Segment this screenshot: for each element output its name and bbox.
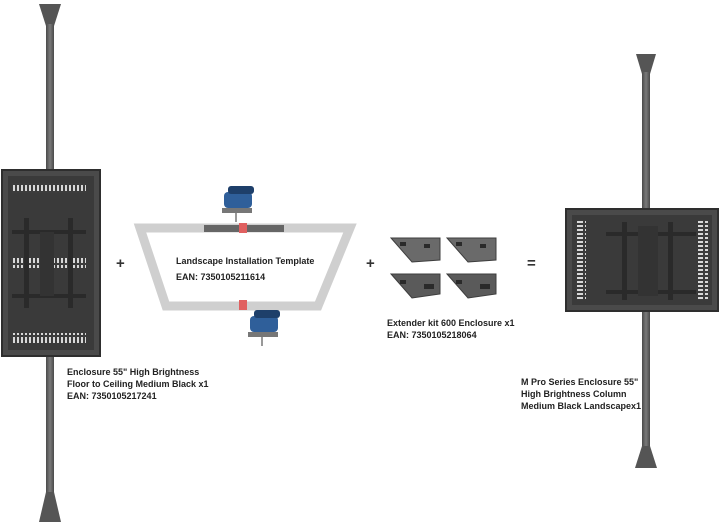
ceiling-cap xyxy=(636,54,656,74)
jigsaw-icon xyxy=(222,186,254,222)
ceiling-cap xyxy=(39,4,61,26)
floor-base xyxy=(635,446,657,468)
extender-title: Extender kit 600 Enclosure x1 xyxy=(387,318,515,328)
plus-operator: + xyxy=(366,255,375,272)
enclosure-line2: Floor to Ceiling Medium Black x1 xyxy=(67,379,209,389)
vent-bottom xyxy=(12,333,86,343)
floor-base xyxy=(39,492,61,522)
upper-pole xyxy=(46,24,54,172)
bracket xyxy=(389,237,441,263)
enclosure-column-landscape xyxy=(565,54,719,468)
marker-bottom xyxy=(239,300,247,310)
upper-pole xyxy=(642,72,650,212)
extender-kit xyxy=(389,237,497,299)
installation-template xyxy=(133,223,357,311)
extender-ean: EAN: 7350105218064 xyxy=(387,330,477,340)
result-line3: Medium Black Landscapex1 xyxy=(521,401,642,411)
bracket xyxy=(389,273,441,299)
bracket xyxy=(445,237,497,263)
bracket xyxy=(445,273,497,299)
mount-bracket xyxy=(12,218,86,308)
enclosure-line1: Enclosure 55" High Brightness xyxy=(67,367,200,377)
template-frame xyxy=(133,223,357,311)
enclosure-ean: EAN: 7350105217241 xyxy=(67,391,157,401)
vent-left xyxy=(576,220,586,300)
marker-top xyxy=(239,223,247,233)
mount-bracket xyxy=(606,222,696,300)
plus-operator: + xyxy=(116,255,125,272)
vent-right xyxy=(698,220,708,300)
result-line2: High Brightness Column xyxy=(521,389,627,399)
template-title: Landscape Installation Template xyxy=(176,256,315,266)
vent-top xyxy=(12,183,86,193)
template-ean: EAN: 7350105211614 xyxy=(176,272,266,282)
lower-pole xyxy=(642,310,650,448)
enclosure-floor-ceiling xyxy=(1,4,101,522)
jigsaw-icon xyxy=(248,310,280,346)
lower-pole xyxy=(46,354,54,494)
equals-operator: = xyxy=(527,255,536,272)
result-line1: M Pro Series Enclosure 55" xyxy=(521,377,639,387)
